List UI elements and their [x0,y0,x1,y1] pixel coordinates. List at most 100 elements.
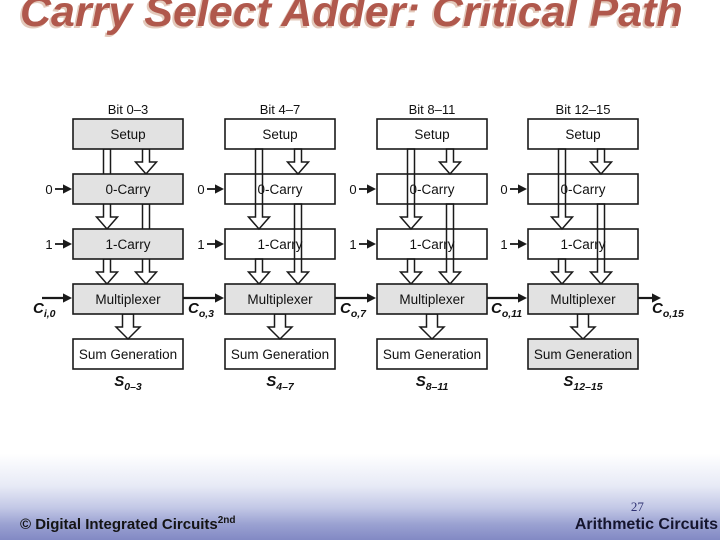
sum-generation-label: Sum Generation [534,347,632,362]
sum-output-label: S8–11 [416,373,449,393]
carry-out-label: Co,15 [652,300,684,320]
mux-to-sum-arrow [114,313,142,341]
setup-to-0carry-arrow [285,148,311,176]
carry-0-input-label: 0 [45,182,52,197]
carry-1-input-label: 1 [349,237,356,252]
multiplexer-label: Multiplexer [247,292,313,307]
carry-out-label-subscript: o,7 [351,308,367,320]
bit-range-label: Bit 4–7 [260,102,300,117]
multiplexer-box [527,283,639,315]
zero-carry-box [527,173,639,205]
carry-out-label-base: C [188,300,200,317]
arrowhead-icon [63,239,72,249]
carry-out-label: Co,3 [188,300,214,320]
slide-title: Carry Select Adder: Critical Path [20,0,683,36]
arrowhead-icon [518,293,527,303]
arrowhead-icon [215,239,224,249]
sum-output-label-base: S [563,373,573,390]
arrowhead-icon [518,184,527,194]
setup-to-1carry-arrow [398,148,424,231]
setup-box [527,118,639,150]
one-carry-box [376,228,488,260]
setup-to-0carry-arrow [437,148,463,176]
arrowhead-icon [215,184,224,194]
zero-carry-box [224,173,336,205]
carry-out-label-subscript: o,15 [663,308,684,320]
carry-1-input-label: 1 [197,237,204,252]
carry-out-label-base: C [652,300,664,317]
carry-in-label: Ci,0 [33,300,56,320]
arrowhead-icon [518,239,527,249]
1carry-to-mux-arrow [94,258,120,286]
arrowhead-icon [63,184,72,194]
multiplexer-box [376,283,488,315]
1carry-to-mux-arrow [549,258,575,286]
setup-box [376,118,488,150]
footer-credit-superscript: 2nd [217,515,236,526]
0carry-to-mux-arrow [588,203,614,286]
arrowhead-icon [215,293,224,303]
multiplexer-box [72,283,184,315]
multiplexer-label: Multiplexer [550,292,616,307]
setup-label: Setup [414,127,449,142]
page-number: 27 [630,499,644,514]
one-carry-box [527,228,639,260]
carry-out-label: Co,7 [340,300,367,320]
sum-generation-box [376,338,488,370]
sum-generation-box [527,338,639,370]
one-carry-label: 1-Carry [560,237,605,252]
carry-out-label-base: C [340,300,352,317]
one-carry-box [72,228,184,260]
zero-carry-label: 0-Carry [105,182,150,197]
carry-out-label-subscript: o,3 [199,308,214,320]
footer-credit-text: © Digital Integrated Circuits [20,516,218,533]
sum-generation-label: Sum Generation [79,347,177,362]
zero-carry-label: 0-Carry [560,182,605,197]
carry-0-input-label: 0 [500,182,507,197]
sum-output-label-subscript: 4–7 [275,381,295,393]
one-carry-box [224,228,336,260]
carry-0-input-label: 0 [349,182,356,197]
setup-to-1carry-arrow [246,148,272,231]
1carry-to-mux-arrow [246,258,272,286]
carry-out-label: Co,11 [491,300,522,320]
mux-to-sum-arrow [266,313,294,341]
carry-1-input-label: 1 [500,237,507,252]
arrowhead-icon [367,239,376,249]
bit-range-label: Bit 12–15 [556,102,611,117]
arrowhead-icon [367,184,376,194]
carry-in-label-subscript: i,0 [44,308,56,320]
setup-to-1carry-arrow [549,148,575,231]
sum-output-label: S4–7 [266,373,295,393]
mux-to-sum-arrow [418,313,446,341]
footer-course-title: Arithmetic Circuits [574,516,718,533]
0carry-to-mux-arrow [285,203,311,286]
one-carry-label: 1-Carry [257,237,302,252]
zero-carry-box [72,173,184,205]
mux-to-sum-arrow [569,313,597,341]
carry-in-label-base: C [33,300,45,317]
multiplexer-label: Multiplexer [95,292,161,307]
carry-out-label-subscript: o,11 [502,308,522,320]
sum-output-label-subscript: 0–3 [124,381,142,393]
bit-range-label: Bit 0–3 [108,102,148,117]
setup-label: Setup [110,127,145,142]
carry-out-label-base: C [491,300,503,317]
sum-generation-box [224,338,336,370]
1carry-to-mux-arrow [398,258,424,286]
sum-output-label-base: S [266,373,276,390]
setup-to-0carry-arrow [588,148,614,176]
sum-output-label-subscript: 8–11 [426,381,449,393]
sum-output-label: S12–15 [563,373,602,393]
one-carry-label: 1-Carry [409,237,454,252]
0carry-to-mux-arrow [437,203,463,286]
zero-carry-box [376,173,488,205]
multiplexer-box [224,283,336,315]
setup-to-0carry-arrow [133,148,159,176]
setup-box [72,118,184,150]
setup-label: Setup [565,127,600,142]
